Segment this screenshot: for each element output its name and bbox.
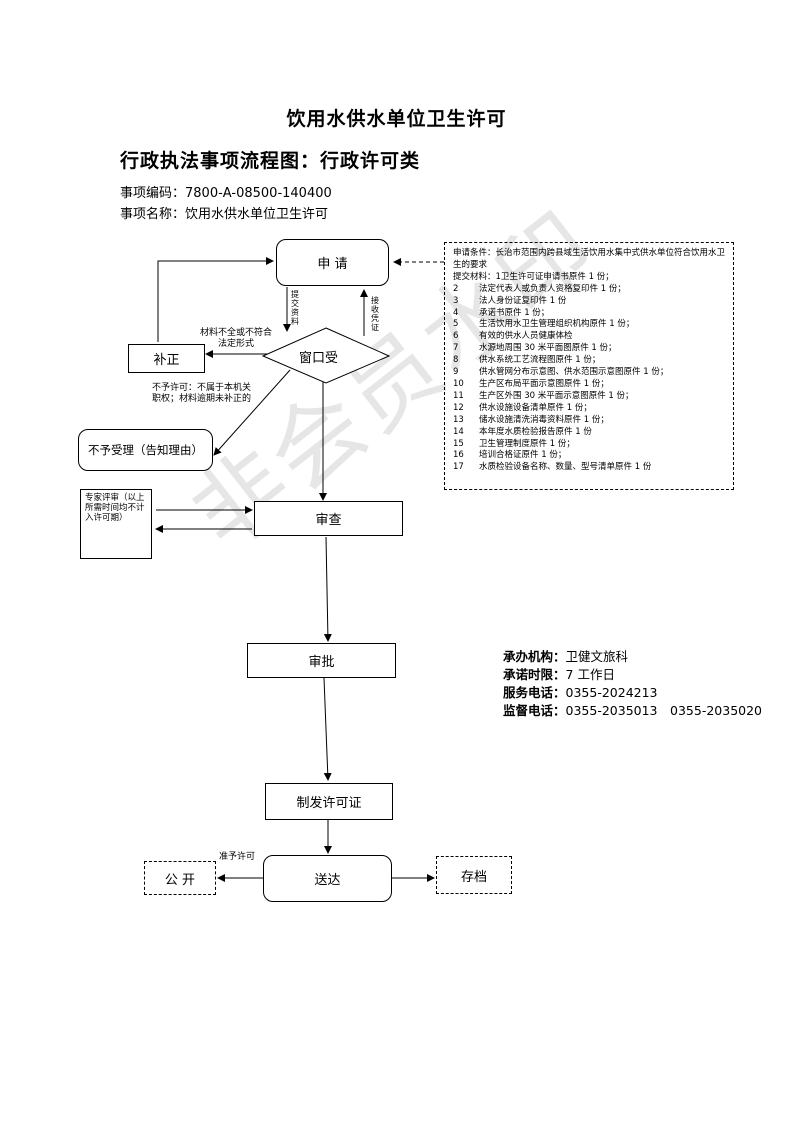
- supervise-tel-label: 监督电话：: [503, 703, 566, 718]
- submit-label: 提交资料: [291, 290, 299, 326]
- service-tel-label: 服务电话：: [503, 685, 566, 700]
- agency-line: 承办机构：卫健文旅科: [503, 646, 628, 665]
- time-value: 7 工作日: [565, 667, 615, 682]
- reject-node: 不予受理（告知理由）: [78, 429, 213, 471]
- review-node: 审查: [254, 501, 403, 536]
- approve-node: 审批: [247, 643, 396, 678]
- apply-node: 申 请: [276, 239, 389, 286]
- materials-line-1: 提交材料：1卫生许可证申请书原件 1 份；: [453, 272, 725, 284]
- time-label: 承诺时限：: [503, 667, 566, 682]
- issue-license-label: 制发许可证: [296, 796, 362, 811]
- deliver-label: 送达: [314, 873, 341, 888]
- deliver-node: 送达: [263, 855, 392, 902]
- service-tel-value: 0355-2024213: [565, 685, 658, 700]
- supervise-tel-line: 监督电话：0355-2035013 0355-2035020: [503, 700, 762, 719]
- reject-label: 不予受理（告知理由）: [88, 443, 203, 457]
- agency-value: 卫健文旅科: [565, 649, 629, 664]
- grant-label: 准予许可: [219, 852, 256, 862]
- receipt-label: 接收凭证: [371, 296, 379, 332]
- supplement-node: 补正: [128, 344, 205, 373]
- arrow-to-issue: [323, 677, 332, 781]
- approve-label: 审批: [308, 655, 335, 670]
- item-code-line: 事项编码：7800-A-08500-140400: [120, 182, 332, 201]
- time-line: 承诺时限：7 工作日: [503, 664, 615, 683]
- agency-label: 承办机构：: [503, 649, 566, 664]
- item-name-label: 事项名称：: [120, 207, 186, 222]
- window-diamond: [261, 327, 391, 384]
- archive-node: 存档: [436, 856, 512, 894]
- item-code-label: 事项编码：: [120, 186, 186, 201]
- supervise-tel-value: 0355-2035013 0355-2035020: [565, 703, 763, 718]
- archive-label: 存档: [460, 869, 487, 885]
- incomplete-label: 材料不全或不符合法定形式: [199, 328, 272, 349]
- publish-label: 公 开: [164, 872, 196, 888]
- item-code: 7800-A-08500-140400: [185, 186, 332, 201]
- issue-license-node: 制发许可证: [265, 783, 393, 820]
- material-1-text: 1卫生许可证申请书原件 1 份；: [495, 271, 614, 282]
- conditions-panel: 申请条件：长治市范围内跨县域生活饮用水集中式供水单位符合饮用水卫生的要求 提交材…: [444, 242, 734, 490]
- review-label: 审查: [315, 513, 342, 528]
- conditions-header: 申请条件：长治市范围内跨县域生活饮用水集中式供水单位符合饮用水卫生的要求: [453, 248, 726, 270]
- item-name-line: 事项名称：饮用水供水单位卫生许可: [120, 203, 328, 222]
- expert-review-node: 专家评审（以上所需时间均不计入许可期）: [80, 489, 152, 559]
- apply-label: 申 请: [317, 257, 348, 272]
- expert-review-label: 专家评审（以上所需时间均不计入许可期）: [85, 493, 145, 523]
- arrow-supplement-loop: [157, 257, 274, 342]
- materials-intro: 提交材料：: [453, 271, 496, 282]
- supplement-label: 补正: [153, 353, 180, 368]
- service-tel-line: 服务电话：0355-2024213: [503, 682, 658, 701]
- publish-node: 公 开: [144, 861, 216, 895]
- arrow-to-reject: [213, 369, 291, 456]
- flowchart-subtitle: 行政执法事项流程图：行政许可类: [120, 150, 421, 172]
- not-accept-label: 不予许可：不属于本机关职权；材料逾期未补正的: [152, 383, 252, 404]
- document-title: 饮用水供水单位卫生许可: [286, 108, 507, 130]
- item-name: 饮用水供水单位卫生许可: [185, 207, 329, 222]
- window-label: 窗口受: [299, 351, 339, 366]
- arrow-to-approve: [323, 536, 332, 642]
